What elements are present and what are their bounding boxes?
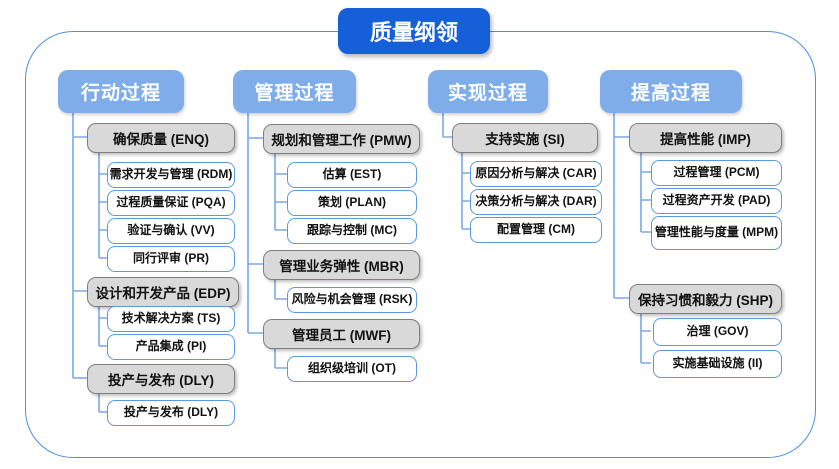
column-header-management-process: 管理过程 <box>233 70 356 113</box>
leaf-node-pad: 过程资产开发 (PAD) <box>651 188 782 214</box>
leaf-node-car: 原因分析与解决 (CAR) <box>470 161 602 187</box>
group-node-mwf: 管理员工 (MWF) <box>263 319 420 349</box>
column-header-action-process: 行动过程 <box>58 70 184 113</box>
leaf-node-mc: 跟踪与控制 (MC) <box>287 218 417 244</box>
leaf-node-gov: 治理 (GOV) <box>653 318 782 346</box>
group-node-enq: 确保质量 (ENQ) <box>87 123 235 153</box>
group-node-shp: 保持习惯和毅力 (SHP) <box>629 284 782 314</box>
leaf-node-pr: 同行评审 (PR) <box>107 246 235 272</box>
leaf-node-cm: 配置管理 (CM) <box>470 217 602 243</box>
group-node-dly: 投产与发布 (DLY) <box>87 364 235 394</box>
group-node-mbr: 管理业务弹性 (MBR) <box>263 250 420 280</box>
leaf-node-vv: 验证与确认 (VV) <box>107 218 235 244</box>
leaf-node-ii: 实施基础设施 (II) <box>653 350 782 378</box>
group-node-imp: 提高性能 (IMP) <box>629 123 782 153</box>
leaf-node-est: 估算 (EST) <box>287 162 417 188</box>
leaf-node-ot: 组织级培训 (OT) <box>287 356 417 382</box>
leaf-node-pcm: 过程管理 (PCM) <box>651 160 782 186</box>
leaf-node-mpm: 管理性能与度量 (MPM) <box>651 216 782 250</box>
leaf-node-dly: 投产与发布 (DLY) <box>107 400 235 426</box>
leaf-node-ts: 技术解决方案 (TS) <box>107 306 235 332</box>
group-node-si: 支持实施 (SI) <box>452 123 598 153</box>
diagram-title: 质量纲领 <box>338 8 490 54</box>
leaf-node-pi: 产品集成 (PI) <box>107 334 235 360</box>
leaf-node-plan: 策划 (PLAN) <box>287 190 417 216</box>
column-header-improvement-process: 提高过程 <box>600 70 742 113</box>
column-header-implementation-process: 实现过程 <box>428 70 548 113</box>
leaf-node-rdm: 需求开发与管理 (RDM) <box>107 162 235 188</box>
leaf-node-rsk: 风险与机会管理 (RSK) <box>287 287 417 313</box>
group-node-edp: 设计和开发产品 (EDP) <box>87 277 239 307</box>
group-node-pmw: 规划和管理工作 (PMW) <box>263 124 420 154</box>
leaf-node-pqa: 过程质量保证 (PQA) <box>107 190 235 216</box>
leaf-node-dar: 决策分析与解决 (DAR) <box>470 189 602 215</box>
